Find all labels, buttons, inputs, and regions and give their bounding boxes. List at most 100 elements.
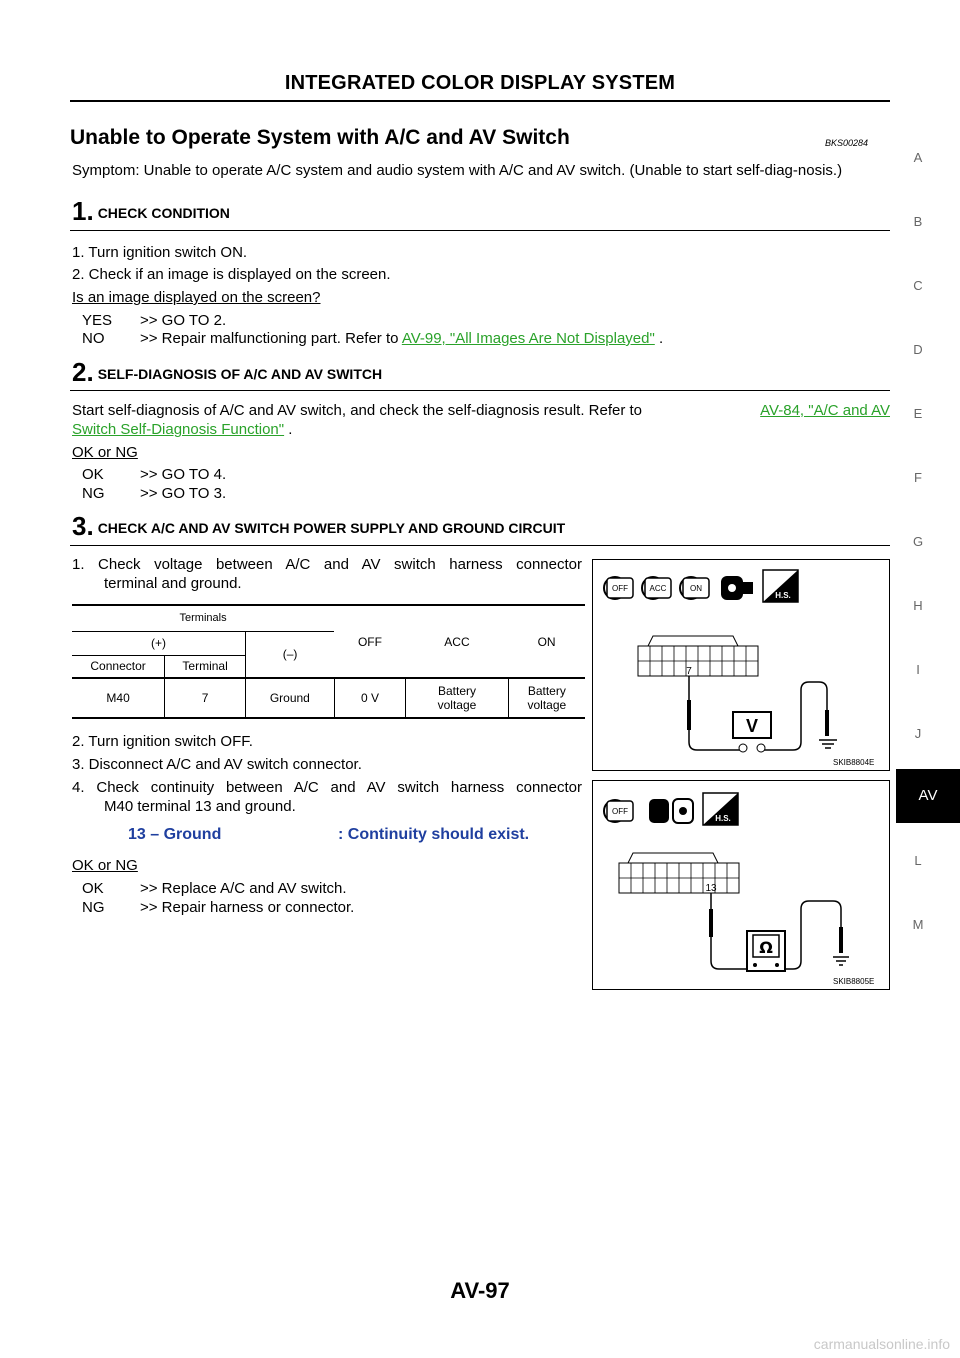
th-connector: Connector (72, 655, 166, 678)
hs-label-2: H.S. (715, 814, 731, 823)
ground-symbol (819, 739, 837, 749)
ng-key-3: NG (82, 899, 105, 916)
watermark: carmanualsonline.info (813, 1336, 950, 1352)
ignition-key-off-icon: OFF (603, 576, 634, 600)
figure1-diagram: OFF ACC ON H.S. (603, 569, 837, 753)
side-index-f[interactable]: F (914, 470, 922, 485)
section-title: Unable to Operate System with A/C and AV… (70, 126, 570, 149)
negative-probe (825, 710, 829, 736)
ignition-key-on-icon: ON (679, 576, 710, 600)
harness-side-icon: H.S. (762, 569, 799, 603)
td-off: 0 V (334, 678, 407, 718)
side-index-c[interactable]: C (913, 278, 923, 293)
step2-text-pre: Start self-diagnosis of A/C and AV switc… (72, 402, 643, 419)
link-av84-part2[interactable]: Switch Self-Diagnosis Function" (72, 421, 285, 438)
step1-number: 1. (72, 196, 94, 226)
ground-symbol-2 (833, 956, 849, 966)
step3-number: 3. (72, 511, 94, 541)
ohmmeter-icon: Ω (746, 930, 786, 972)
step2-text: Start self-diagnosis of A/C and AV switc… (72, 401, 890, 420)
ignition-key-off-icon: OFF (603, 799, 634, 823)
side-index-d[interactable]: D (913, 342, 923, 357)
link-av84-part1[interactable]: AV-84, "A/C and AV (760, 402, 890, 419)
td-connector: M40 (72, 678, 166, 718)
side-index-m[interactable]: M (912, 917, 924, 932)
th-acc: ACC (444, 634, 470, 649)
side-index-av-active[interactable]: AV (896, 769, 960, 823)
key-off-label: OFF (612, 584, 628, 593)
no-text-end: . (654, 330, 664, 347)
step1-heading: 1.CHECK CONDITION (72, 196, 230, 227)
side-index-b[interactable]: B (913, 214, 923, 229)
step1-question: Is an image displayed on the screen? (72, 289, 321, 306)
side-index-i[interactable]: I (916, 662, 920, 677)
td-acc: Battery voltage (405, 678, 509, 718)
step2-number: 2. (72, 357, 94, 387)
step2-ok-row: OK>> GO TO 4. (82, 466, 226, 483)
th-minus: (–) (282, 647, 298, 662)
step3-question: OK or NG (72, 857, 138, 874)
key-off-label-2: OFF (612, 807, 628, 816)
step2-title: SELF-DIAGNOSIS OF A/C AND AV SWITCH (97, 366, 383, 382)
step1-item1: 1. Turn ignition switch ON. (72, 244, 248, 261)
td-terminal: 7 (164, 678, 247, 718)
side-index-l[interactable]: L (914, 853, 922, 868)
figure2-diagram: OFF H.S. 13 (603, 792, 849, 972)
harness-connector-m40-2: 13 (618, 852, 740, 894)
step1-no-row: NO >> Repair malfunctioning part. Refer t… (82, 330, 663, 347)
step2-text-post: . (284, 421, 293, 438)
th-plus: (+) (72, 631, 247, 655)
side-index-j[interactable]: J (914, 726, 922, 741)
ohm-probe-1 (709, 909, 713, 937)
step3-rule (70, 545, 890, 546)
spec-left: 13 – Ground (128, 826, 222, 843)
no-key: NO (82, 330, 105, 347)
ok-text: >> GO TO 4. (140, 466, 227, 483)
voltmeter-icon: V (732, 711, 772, 753)
step2-heading: 2.SELF-DIAGNOSIS OF A/C AND AV SWITCH (72, 357, 382, 388)
connector-disconnect-icon (649, 798, 694, 824)
step3-item4a: 4. Check continuity between A/C and AV s… (72, 779, 582, 796)
step2-text-line2: Switch Self-Diagnosis Function" . (72, 420, 292, 439)
figure2-code: SKIB8805E (833, 977, 875, 986)
harness-connector-m40: 7 (637, 635, 759, 677)
figure-voltage-check: OFF ACC ON H.S. (592, 559, 890, 771)
step3-item1a: 1. Check voltage between A/C and AV swit… (72, 556, 582, 573)
spec-right: : Continuity should exist. (338, 826, 530, 843)
key-acc-label: ACC (650, 584, 667, 593)
th-off: OFF (357, 634, 382, 649)
step2-rule (70, 390, 890, 391)
step3-item2: 2. Turn ignition switch OFF. (72, 733, 253, 750)
ignition-key-acc-icon: ACC (641, 576, 672, 600)
yes-text: >> GO TO 2. (140, 312, 227, 329)
pin-label-7: 7 (686, 666, 692, 677)
link-av99[interactable]: AV-99, "All Images Are Not Displayed" (401, 330, 655, 347)
no-text: >> Repair malfunctioning part. Refer to (140, 330, 402, 347)
pin-label-13: 13 (705, 883, 717, 894)
th-terminal: Terminal (164, 655, 247, 678)
side-index-h[interactable]: H (913, 598, 923, 613)
td-ground: Ground (245, 678, 335, 718)
hs-label: H.S. (775, 591, 791, 600)
step1-yes-row: YES>> GO TO 2. (82, 312, 226, 329)
ok-text-3: >> Replace A/C and AV switch. (140, 880, 347, 897)
side-index-e[interactable]: E (913, 406, 923, 421)
page-number: AV-97 (450, 1278, 510, 1303)
td-on: Battery voltage (527, 684, 567, 712)
side-index-g[interactable]: G (912, 534, 924, 549)
step2-ng-row: NG>> GO TO 3. (82, 485, 226, 502)
ng-text-3: >> Repair harness or connector. (140, 899, 355, 916)
connector-plug-icon (721, 576, 753, 600)
harness-side-icon: H.S. (702, 792, 739, 826)
side-index-a[interactable]: A (913, 150, 923, 165)
header-rule (70, 100, 890, 102)
step3-item3: 3. Disconnect A/C and AV switch connecto… (72, 756, 362, 773)
symptom-text: Symptom: Unable to operate A/C system an… (72, 162, 843, 179)
step2-question: OK or NG (72, 444, 138, 461)
step3-item1b: terminal and ground. (104, 575, 242, 592)
step1-title: CHECK CONDITION (97, 205, 230, 221)
ohm-probe-2 (839, 927, 843, 953)
ng-text: >> GO TO 3. (140, 485, 227, 502)
key-on-label: ON (690, 584, 702, 593)
step3-item4b: M40 terminal 13 and ground. (104, 798, 296, 815)
